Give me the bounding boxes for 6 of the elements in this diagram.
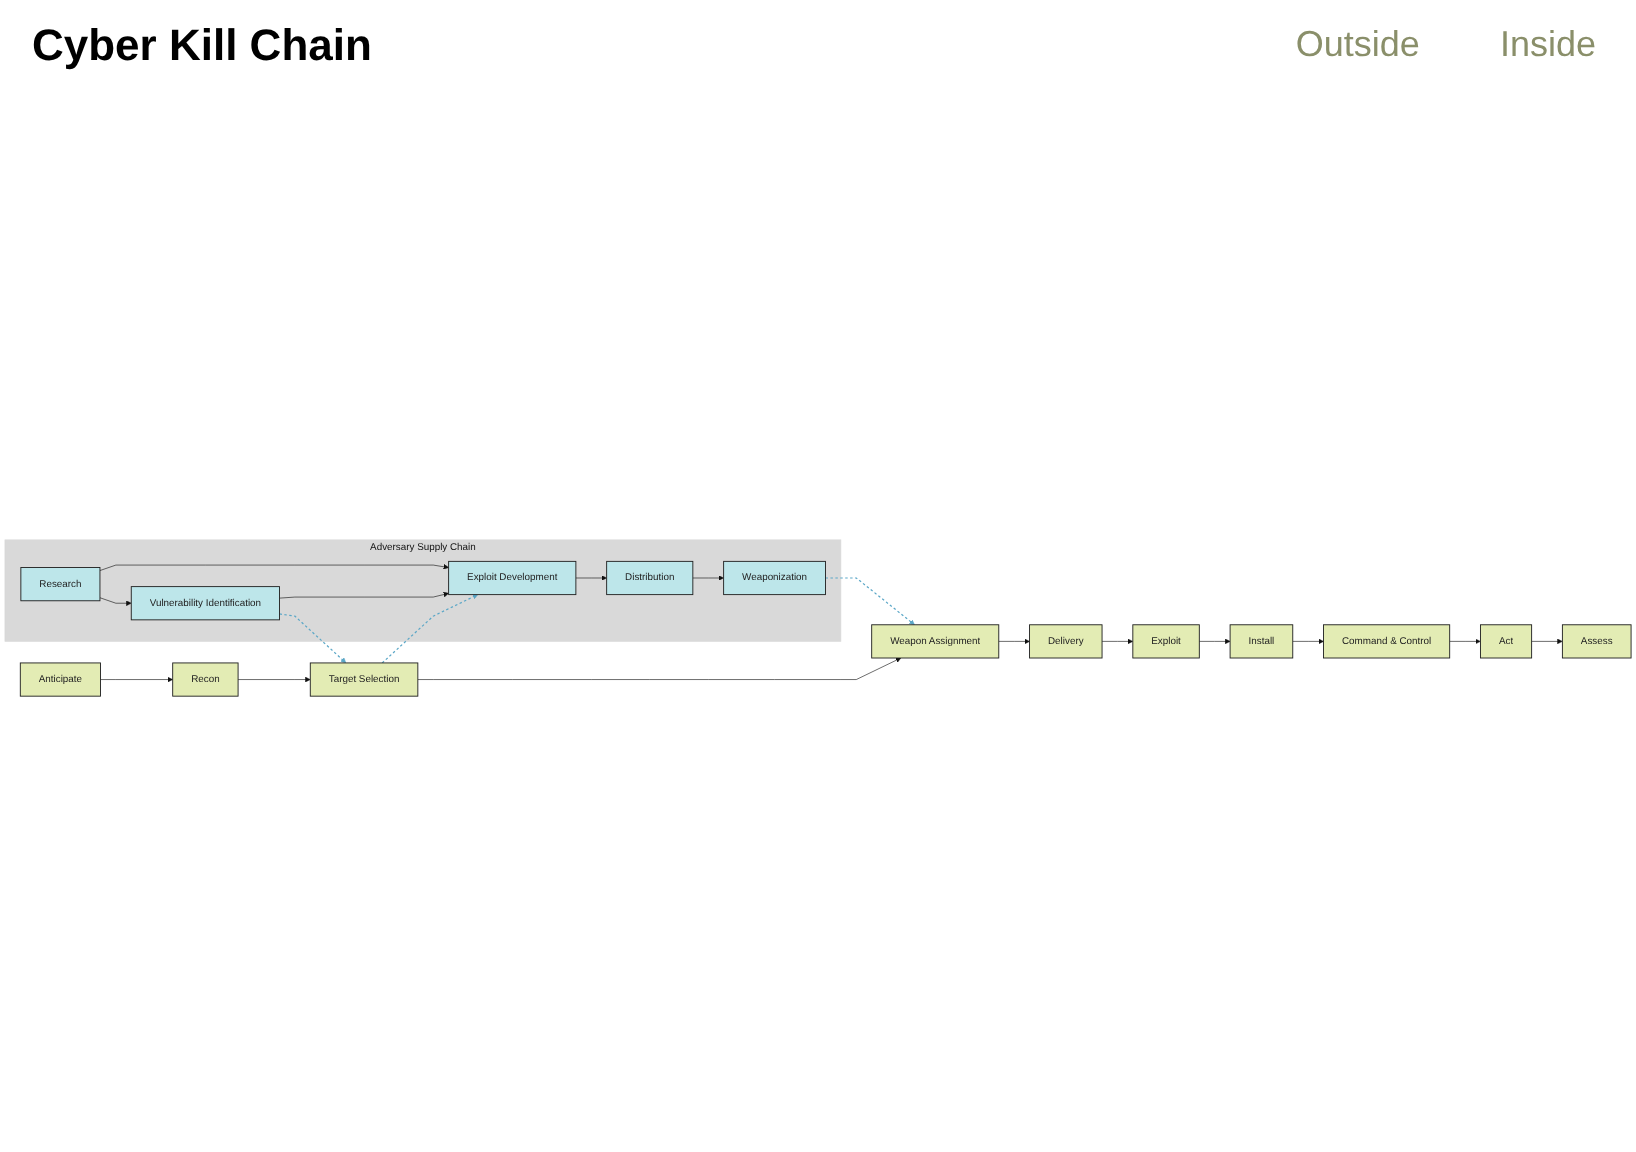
arrow <box>824 577 915 625</box>
diagram-title: Cyber Kill Chain <box>32 20 372 72</box>
arrow <box>381 594 479 664</box>
arrow <box>278 613 347 664</box>
zone-label: Outside <box>1295 24 1420 66</box>
zone-label: Inside <box>1499 24 1596 66</box>
